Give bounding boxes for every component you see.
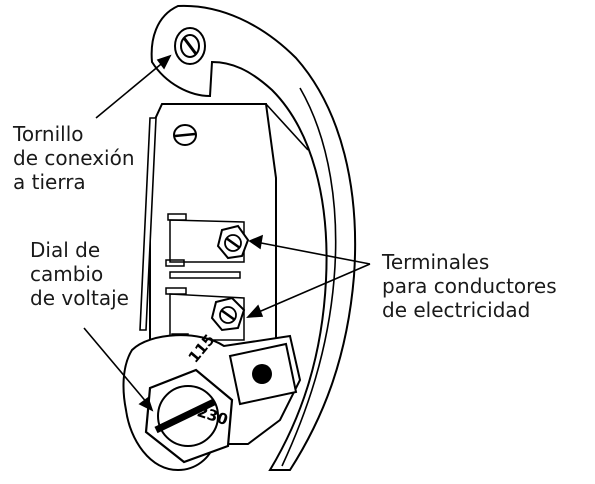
voltage-dial-label-line-3: de voltaje bbox=[30, 286, 129, 310]
leader-lines bbox=[83, 54, 371, 412]
terminal-lower bbox=[165, 271, 246, 341]
ground-screw-label: Tornillo de conexión a tierra bbox=[13, 122, 135, 194]
ground-screw-label-line-1: Tornillo bbox=[13, 122, 84, 146]
ground-screw-label-line-2: de conexión bbox=[13, 146, 135, 170]
terminals-label-line-1: Terminales bbox=[382, 250, 490, 274]
terminals-label: Terminales para conductores de electrici… bbox=[382, 250, 557, 322]
voltage-dial-label: Dial de cambio de voltaje bbox=[30, 238, 129, 310]
housing-outline bbox=[150, 4, 357, 471]
indicator-lamp bbox=[228, 342, 298, 406]
terminal-upper bbox=[165, 213, 250, 267]
terminals-label-line-3: de electricidad bbox=[382, 298, 531, 322]
plate-screw bbox=[173, 124, 197, 146]
voltage-dial-label-line-1: Dial de bbox=[30, 238, 101, 262]
voltage-dial bbox=[144, 368, 234, 464]
terminals-label-line-2: para conductores bbox=[382, 274, 557, 298]
ground-screw-label-line-3: a tierra bbox=[13, 170, 86, 194]
voltage-dial-label-line-2: cambio bbox=[30, 262, 104, 286]
plate-side-edge bbox=[139, 117, 157, 331]
ground-screw bbox=[174, 27, 206, 65]
